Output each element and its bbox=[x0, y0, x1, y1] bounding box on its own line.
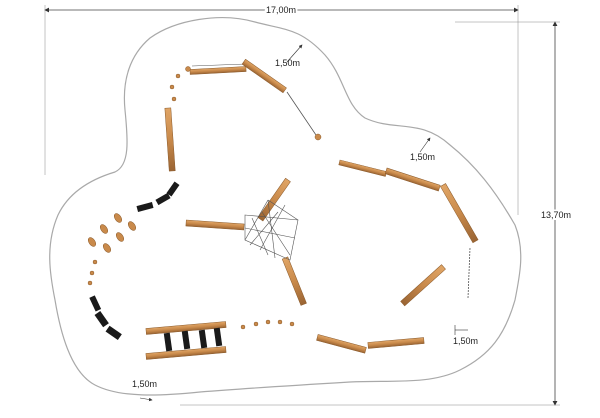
clearance-dimension-3: 1,50m bbox=[453, 325, 478, 346]
clearance-label-2: 1,50m bbox=[410, 152, 435, 162]
width-label: 17,00m bbox=[266, 5, 296, 15]
clearance-dimension-2: 1,50m bbox=[410, 137, 435, 162]
clearance-dimension-1: 1,50m bbox=[275, 44, 303, 68]
clearance-label-1: 1,50m bbox=[275, 58, 300, 68]
stepping-stumps-top bbox=[169, 66, 191, 102]
width-dimension: 17,00m bbox=[44, 3, 519, 215]
clearance-dimension-4: 1,50m bbox=[132, 379, 157, 402]
top-balance-beams bbox=[189, 58, 322, 141]
bottom-stumps bbox=[240, 319, 295, 330]
horizontal-ladder bbox=[145, 321, 227, 360]
center-beams bbox=[185, 177, 307, 306]
rubber-curve-left bbox=[89, 295, 122, 341]
safety-zone-outline bbox=[49, 17, 522, 396]
left-stumps bbox=[87, 213, 137, 286]
left-vertical-beam bbox=[164, 107, 176, 172]
rubber-curve-top bbox=[136, 181, 180, 212]
depth-dimension: 13,70m bbox=[180, 21, 573, 406]
central-rope-net bbox=[244, 199, 299, 261]
clearance-label-4: 1,50m bbox=[132, 379, 157, 389]
depth-label: 13,70m bbox=[541, 210, 571, 220]
right-frame-beams bbox=[316, 159, 479, 354]
clearance-label-3: 1,50m bbox=[453, 336, 478, 346]
